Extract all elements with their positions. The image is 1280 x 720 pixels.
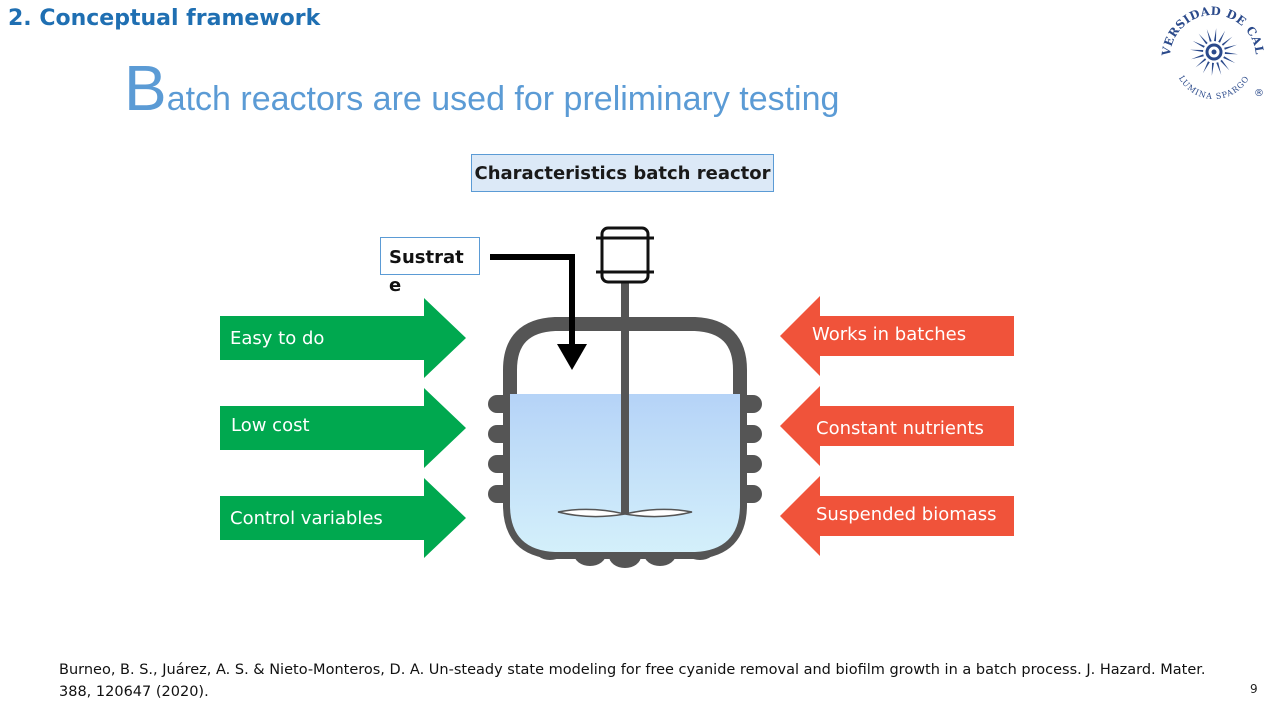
logo-ray [1191,54,1204,60]
advantage-arrow-cost: Low cost [220,388,466,468]
characteristics-label: Characteristics batch reactor [471,154,774,192]
motor-icon [596,226,654,284]
title-first-letter: B [124,52,167,124]
advantage-label: Control variables [230,507,383,529]
feature-arrow-nutrients: Constant nutrients [780,386,1014,466]
advantage-arrow-control: Control variables [220,478,466,558]
logo-ray [1224,52,1238,55]
agitator-shaft [621,282,629,514]
feature-label: Suspended biomass [816,503,997,525]
logo-ray [1224,44,1237,50]
logo-ray [1198,33,1208,45]
feature-arrow-biomass: Suspended biomass [780,476,1014,556]
advantage-label: Easy to do [230,327,325,349]
page-number: 9 [1250,682,1258,696]
logo-ray [1195,58,1207,68]
impeller-icon [557,508,693,518]
logo-ray [1221,36,1233,46]
logo-ray [1192,40,1205,48]
logo-ray [1190,49,1204,52]
logo-ray [1218,30,1226,43]
batch-reactor-diagram [488,226,762,568]
feature-label: Constant nutrients [816,417,984,439]
logo-ray [1220,59,1230,71]
logo-text-top: UNIVERSIDAD DE CALDAS [1158,2,1267,58]
logo-ray [1223,56,1236,64]
substrate-label: Sustrat e [380,237,480,296]
advantage-label: Low cost [231,414,310,436]
feature-arrow-batches: Works in batches [780,296,1014,376]
substrate-feed-arrow [490,254,587,370]
section-title: 2. Conceptual framework [8,6,321,31]
logo-ray [1214,28,1217,42]
logo-ray [1211,62,1214,76]
logo-text-bottom: LUMINA SPARGO [1177,74,1251,101]
sun-emblem-icon [1190,28,1238,76]
advantage-arrow-easy: Easy to do [220,298,466,378]
logo-ray [1216,62,1222,75]
title-rest: atch reactors are used for preliminary t… [166,80,840,118]
logo-ray [1202,61,1210,74]
feature-label: Works in batches [812,323,967,345]
citation: Burneo, B. S., Juárez, A. S. & Nieto-Mon… [59,662,1206,700]
slide-title: Batch reactors are used for preliminary … [124,56,839,120]
logo-ray [1206,29,1212,42]
university-logo: UNIVERSIDAD DE CALDAS LUMINA SPARGO ® [1158,2,1267,101]
registered-mark: ® [1254,88,1264,99]
